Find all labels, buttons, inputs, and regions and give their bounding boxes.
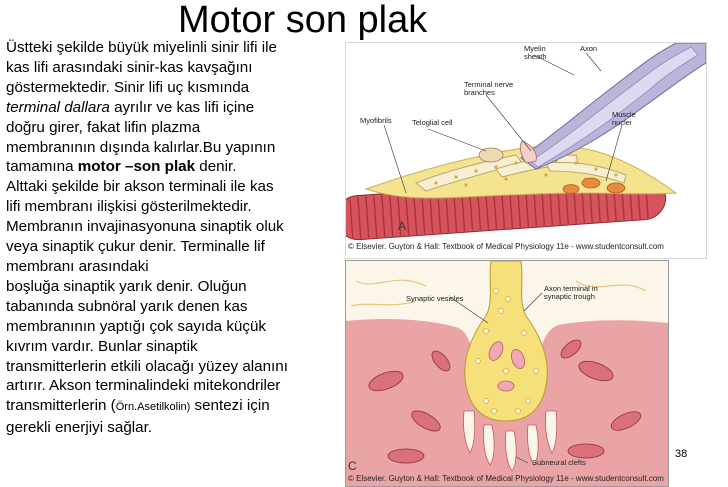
body-line: tamamına motor –son plak denir. (6, 158, 237, 176)
body-line: veya sinaptik çukur denir. Terminalle li… (6, 238, 265, 256)
page-number: 38 (675, 448, 688, 460)
body-line: membranının dışında kalırlar.Bu yapının (6, 138, 276, 156)
body-line: membranı arasındaki (6, 257, 149, 275)
figure-a-letter: A (398, 219, 407, 233)
body-line: doğru girer, fakat lifin plazma (6, 118, 201, 136)
slide-title: Motor son plak (178, 0, 428, 41)
term-terminal-dallara: terminal dallara (6, 98, 110, 116)
axon-terminal (464, 261, 548, 422)
myelinated-axon (519, 43, 706, 170)
label-myelin-sheath: Myelin sheath (524, 44, 547, 61)
body-line: transmitterlerin etkili olacağı yüzey al… (6, 357, 288, 375)
figure-c-illustration (346, 261, 668, 486)
body-line: lifi membranı ilişkisi gösterilmektedir. (6, 198, 252, 216)
figure-synaptic-trough: Synaptic vesicles Axon terminal in synap… (345, 260, 669, 487)
body-line: membranının yaptığı çok sayıda küçük (6, 317, 267, 335)
body-text: Üstteki şekilde büyük miyelinli sinir li… (6, 38, 342, 438)
label-terminal-nerve-branches: Terminal nerve branches (464, 80, 514, 97)
label-myofibrils: Myofibrils (360, 116, 392, 125)
figure-c-copyright: © Elsevier. Guyton & Hall: Textbook of M… (348, 474, 664, 483)
label-subneural-clefts: Subneural clefts (532, 458, 586, 467)
figure-a-illustration (346, 43, 706, 241)
example-acetylcholine: Örn.Asetilkolin) (115, 401, 191, 414)
synaptic-vesicles (475, 288, 539, 414)
body-line: Membranın invajinasyonuna sinaptik oluk (6, 218, 284, 236)
body-line: Üstteki şekilde büyük miyelinli sinir li… (6, 39, 277, 56)
term-motor-son-plak: motor –son plak (77, 158, 196, 176)
label-synaptic-vesicles: Synaptic vesicles (406, 294, 464, 303)
body-line: gerekli enerjiyi sağlar. (6, 419, 153, 437)
body-line: artırır. Akson terminalindeki mitekondri… (6, 377, 281, 395)
body-line: Alttaki şekilde bir akson terminali ile … (6, 178, 274, 196)
body-line: göstermektedir. Sinir lifi uç kısmında (6, 78, 250, 96)
label-axon-terminal: Axon terminal in synaptic trough (544, 284, 598, 301)
figure-c-letter: C (348, 459, 357, 473)
body-line: terminal dallara ayrılır ve kas lifi içi… (6, 98, 255, 116)
label-muscle-nuclei: Muscle nuclei (612, 110, 636, 127)
body-line: boşluğa sinaptik yarık denir. Oluğun (6, 277, 247, 295)
body-line: kas lifi arasındaki sinir-kas kavşağını (6, 58, 253, 76)
label-teloglial-cell: Teloglial cell (412, 118, 453, 127)
figure-a-copyright: © Elsevier. Guyton & Hall: Textbook of M… (348, 242, 664, 251)
body-line: tabanında subnöral yarık denen kas (6, 297, 248, 315)
label-axon: Axon (580, 44, 598, 53)
figure-motor-end-plate: Myelin sheath Axon Terminal nerve branch… (345, 42, 707, 259)
muscle-nuclei (562, 177, 626, 194)
body-line: kıvrım vardır. Bunlar sinaptik (6, 337, 198, 355)
body-line: transmitterlerin (Örn.Asetilkolin) sente… (6, 397, 270, 415)
